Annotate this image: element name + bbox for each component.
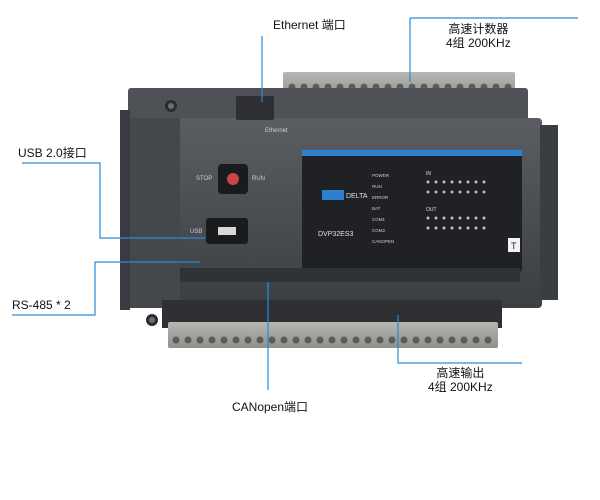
io-led bbox=[466, 190, 470, 194]
status-led-label: COM2 bbox=[372, 228, 385, 233]
terminal-screw bbox=[484, 336, 492, 344]
out-label: OUT bbox=[426, 207, 437, 213]
terminal-screw bbox=[376, 336, 384, 344]
io-led bbox=[474, 216, 478, 220]
io-led bbox=[434, 226, 438, 230]
bottom-terminal-block bbox=[162, 300, 502, 348]
output-callout-line bbox=[397, 315, 522, 364]
front-panel bbox=[302, 150, 522, 272]
terminal-screw bbox=[388, 336, 396, 344]
t-badge: T bbox=[511, 241, 517, 251]
terminal-screw bbox=[172, 336, 180, 344]
brand-name: DELTA bbox=[346, 193, 368, 200]
io-led bbox=[434, 216, 438, 220]
io-led bbox=[474, 190, 478, 194]
status-led-label: CANOPEN bbox=[372, 239, 394, 244]
io-led bbox=[426, 180, 430, 184]
io-led bbox=[458, 216, 462, 220]
terminal-screw bbox=[292, 336, 300, 344]
io-led bbox=[458, 180, 462, 184]
stop-run-switch[interactable] bbox=[218, 164, 248, 194]
io-led bbox=[450, 226, 454, 230]
terminal-screw bbox=[364, 336, 372, 344]
hs-counter-callout: 高速计数器 4组 200KHz bbox=[446, 22, 511, 50]
hs-counter-spec: 4组 200KHz bbox=[446, 36, 511, 50]
io-led bbox=[434, 180, 438, 184]
io-led bbox=[482, 190, 486, 194]
io-led bbox=[482, 180, 486, 184]
terminal-screw bbox=[448, 336, 456, 344]
io-led bbox=[458, 226, 462, 230]
io-led bbox=[482, 216, 486, 220]
terminal-screw bbox=[268, 336, 276, 344]
status-led-label: POWER bbox=[372, 173, 390, 178]
terminal-screw bbox=[472, 336, 480, 344]
io-led bbox=[426, 216, 430, 220]
terminal-screw bbox=[328, 336, 336, 344]
usb-port[interactable] bbox=[206, 218, 248, 244]
run-label: RUN bbox=[252, 176, 265, 182]
callout-lines bbox=[12, 17, 578, 390]
io-led bbox=[450, 216, 454, 220]
terminal-screw bbox=[316, 336, 324, 344]
terminal-screw bbox=[400, 336, 408, 344]
terminal-screw bbox=[244, 336, 252, 344]
terminal-screw bbox=[256, 336, 264, 344]
ethernet-port-label: Ethernet bbox=[265, 128, 288, 134]
brand-logo bbox=[322, 190, 344, 200]
rs485-callout: RS-485 * 2 bbox=[12, 298, 71, 312]
terminal-screw bbox=[232, 336, 240, 344]
terminal-screw bbox=[436, 336, 444, 344]
terminal-screw bbox=[220, 336, 228, 344]
terminal-screw bbox=[352, 336, 360, 344]
terminal-screw bbox=[412, 336, 420, 344]
usb-label: USB bbox=[190, 229, 202, 235]
io-led bbox=[450, 190, 454, 194]
hs-output-spec: 4组 200KHz bbox=[428, 380, 493, 394]
model-name: DVP32ES3 bbox=[318, 231, 354, 238]
io-led bbox=[442, 216, 446, 220]
terminal-screw bbox=[460, 336, 468, 344]
terminal-screw bbox=[424, 336, 432, 344]
in-label: IN bbox=[426, 171, 431, 177]
io-led bbox=[450, 180, 454, 184]
io-led bbox=[426, 190, 430, 194]
io-led bbox=[442, 226, 446, 230]
io-led bbox=[442, 190, 446, 194]
terminal-screw bbox=[184, 336, 192, 344]
io-led bbox=[466, 216, 470, 220]
io-led bbox=[474, 180, 478, 184]
terminal-screw bbox=[340, 336, 348, 344]
terminal-screw bbox=[304, 336, 312, 344]
terminal-screw bbox=[280, 336, 288, 344]
io-led bbox=[442, 180, 446, 184]
hs-output-callout: 高速输出 4组 200KHz bbox=[428, 366, 493, 394]
io-led bbox=[426, 226, 430, 230]
status-led-label: ERROR bbox=[372, 195, 389, 200]
hs-counter-title: 高速计数器 bbox=[448, 22, 509, 36]
io-led bbox=[466, 226, 470, 230]
io-led bbox=[434, 190, 438, 194]
io-led bbox=[482, 226, 486, 230]
io-led bbox=[458, 190, 462, 194]
rs485-callout-line bbox=[12, 261, 200, 316]
io-led bbox=[466, 180, 470, 184]
status-led-label: BAT bbox=[372, 206, 381, 211]
terminal-screw bbox=[196, 336, 204, 344]
terminal-screw bbox=[208, 336, 216, 344]
io-led bbox=[474, 226, 478, 230]
usb-callout: USB 2.0接口 bbox=[18, 146, 87, 160]
canopen-callout: CANopen端口 bbox=[232, 400, 309, 414]
status-led-label: COM1 bbox=[372, 217, 385, 222]
usb-callout-line bbox=[22, 162, 205, 239]
hs-output-title: 高速输出 bbox=[436, 366, 485, 380]
status-led-label: RUN bbox=[372, 184, 382, 189]
stop-label: STOP bbox=[196, 176, 212, 182]
ethernet-callout: Ethernet 端口 bbox=[273, 18, 346, 32]
